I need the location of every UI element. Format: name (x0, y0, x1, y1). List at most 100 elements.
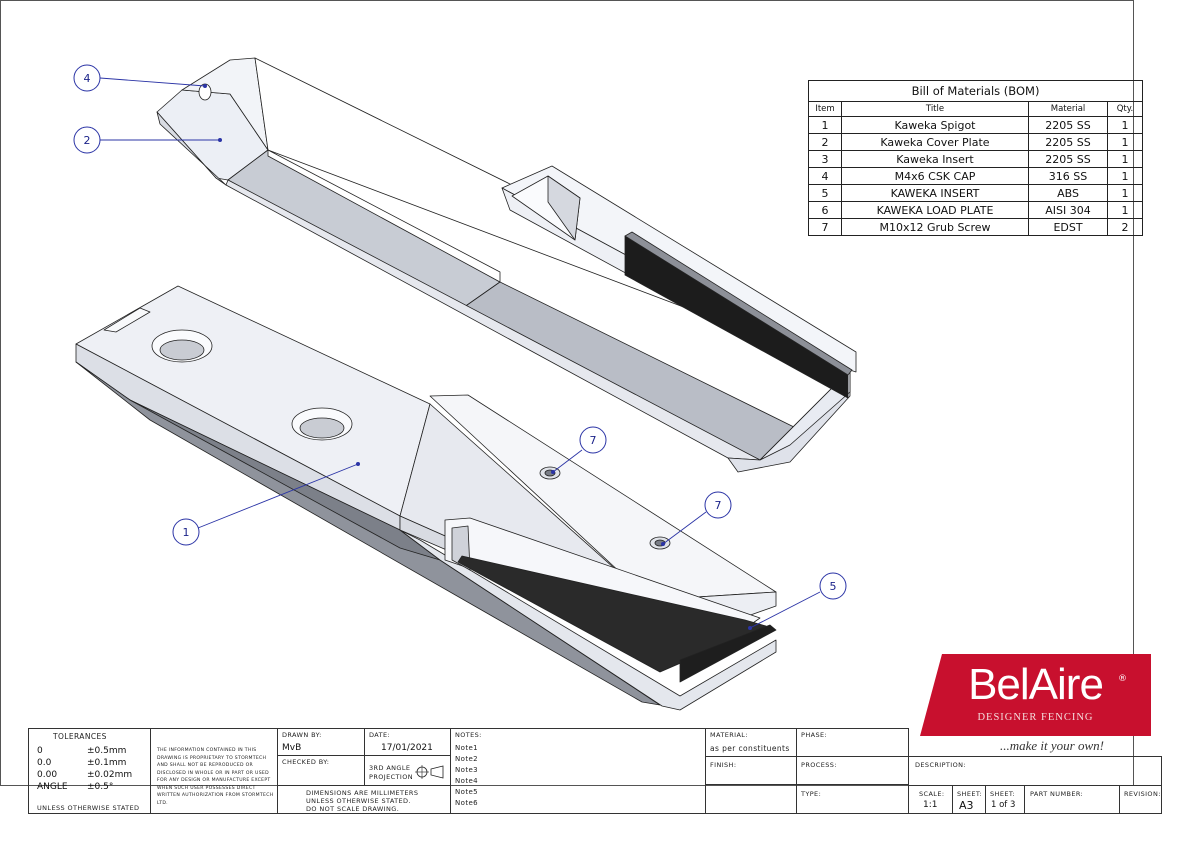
bom-cell: 1 (1107, 133, 1143, 151)
bom-cell: 5 (808, 184, 842, 202)
bom-cell: ABS (1028, 184, 1108, 202)
tol-key-3: ANGLE (37, 782, 68, 792)
drawn-by-value: MvB (282, 743, 302, 753)
bom-title: Bill of Materials (BOM) (808, 80, 1143, 102)
dimensions-note-2: DO NOT SCALE DRAWING. (306, 805, 400, 813)
confidentiality-block: THE INFORMATION CONTAINED IN THIS DRAWIN… (150, 728, 278, 814)
note-item: Note3 (455, 766, 479, 774)
dimensions-note-0: DIMENSIONS ARE MILLIMETERS (306, 789, 419, 797)
tol-val-3: ±0.5° (87, 782, 114, 792)
balloon-label-7a: 7 (590, 434, 597, 447)
bom-cell: 6 (808, 201, 842, 219)
logo-tagline: ...make it your own! (1000, 738, 1104, 753)
date-field: DATE: 17/01/2021 (364, 728, 451, 756)
description-field: DESCRIPTION: (908, 756, 1162, 786)
projection-label: 3RD ANGLE PROJECTION (369, 764, 413, 781)
bom-header-item: Item (808, 101, 842, 117)
bom-cell: 2 (808, 133, 842, 151)
bom-cell: 1 (1107, 184, 1143, 202)
notes-label: NOTES: (455, 731, 482, 739)
bom-cell: 3 (808, 150, 842, 168)
leader-line-5 (749, 591, 821, 629)
bom-cell: 2 (1107, 218, 1143, 236)
bom-cell: KAWEKA INSERT (841, 184, 1029, 202)
part-number-field: PART NUMBER: (1024, 785, 1120, 814)
bom-cell: Kaweka Insert (841, 150, 1029, 168)
bom-cell: M10x12 Grub Screw (841, 218, 1029, 236)
logo-subtitle: DESIGNER FENCING (977, 712, 1094, 723)
bom-header-material: Material (1028, 101, 1108, 117)
sheet-number-field: SHEET: 1 of 3 (985, 785, 1025, 814)
note-item: Note1 (455, 744, 479, 752)
date-label: DATE: (369, 731, 391, 739)
part-number-label: PART NUMBER: (1030, 790, 1084, 798)
dimensions-note-1: UNLESS OTHERWISE STATED. (306, 797, 411, 805)
confidentiality-notice: THE INFORMATION CONTAINED IN THIS DRAWIN… (157, 748, 274, 806)
phase-label: PHASE: (801, 731, 828, 739)
scale-label: SCALE: (919, 790, 945, 798)
drawn-by-label: DRAWN BY: (282, 731, 322, 739)
checked-by-field: CHECKED BY: (277, 755, 365, 786)
balloon-2 (73, 126, 101, 154)
bom-cell: KAWEKA LOAD PLATE (841, 201, 1029, 219)
balloon-label-2: 2 (84, 134, 91, 147)
scale-value: 1:1 (923, 800, 938, 810)
material-field: MATERIAL: as per constituents (705, 728, 797, 757)
sheet-number-value: 1 of 3 (991, 800, 1016, 810)
logo-background (920, 654, 1151, 736)
balloon-5 (819, 572, 847, 600)
revision-label: REVISION: (1124, 790, 1161, 798)
description-label: DESCRIPTION: (915, 761, 966, 769)
bom-cell: EDST (1028, 218, 1108, 236)
type-label: TYPE: (801, 790, 822, 798)
cover-plate-part (156, 57, 857, 473)
balloon-4 (73, 64, 101, 92)
bom-cell: 1 (1107, 150, 1143, 168)
logo-name: BelAire (968, 660, 1104, 709)
tolerances-title: TOLERANCES (53, 732, 107, 741)
bom-cell: 1 (1107, 201, 1143, 219)
bom-cell: M4x6 CSK CAP (841, 167, 1029, 185)
balloon-7a (579, 426, 607, 454)
registered-icon: ® (1118, 674, 1127, 684)
balloon-label-4: 4 (84, 72, 91, 85)
finish-field: FINISH: (705, 756, 797, 785)
tol-val-2: ±0.02mm (87, 770, 133, 780)
date-value: 17/01/2021 (381, 743, 433, 753)
bom-header-title: Title (841, 101, 1029, 117)
leader-line-7b (662, 511, 707, 545)
tol-key-2: 0.00 (37, 770, 58, 780)
blank-field (705, 784, 797, 814)
material-label: MATERIAL: (710, 731, 748, 739)
sheet-size-label: SHEET: (957, 790, 983, 798)
bom-cell: 1 (1107, 167, 1143, 185)
dimensions-note-block: DIMENSIONS ARE MILLIMETERS UNLESS OTHERW… (277, 785, 451, 814)
leader-line-7a (552, 449, 583, 473)
process-label: PROCESS: (801, 761, 837, 769)
checked-by-label: CHECKED BY: (282, 758, 330, 766)
tolerances-footer: UNLESS OTHERWISE STATED (37, 804, 140, 812)
material-value: as per constituents (710, 744, 790, 753)
balloon-label-5: 5 (830, 580, 837, 593)
bom-cell: 1 (808, 116, 842, 134)
process-field: PROCESS: (796, 756, 909, 785)
bom-cell: 7 (808, 218, 842, 236)
bom-cell: AISI 304 (1028, 201, 1108, 219)
tol-key-0: 0 (37, 746, 43, 756)
balloon-7b (704, 491, 732, 519)
balloon-label-1: 1 (183, 526, 190, 539)
note-item: Note2 (455, 755, 479, 763)
phase-field: PHASE: (796, 728, 909, 757)
tolerances-block: TOLERANCES 0 ±0.5mm 0.0 ±0.1mm 0.00 ±0.0… (28, 728, 151, 814)
sheet-size-value: A3 (959, 799, 974, 812)
bom-cell: 2205 SS (1028, 150, 1108, 168)
tol-val-1: ±0.1mm (87, 758, 127, 768)
notes-block: NOTES: Note1 Note2 Note3 Note4 Note5 Not… (450, 728, 706, 814)
belaire-logo: BelAire ® DESIGNER FENCING (920, 654, 1151, 736)
